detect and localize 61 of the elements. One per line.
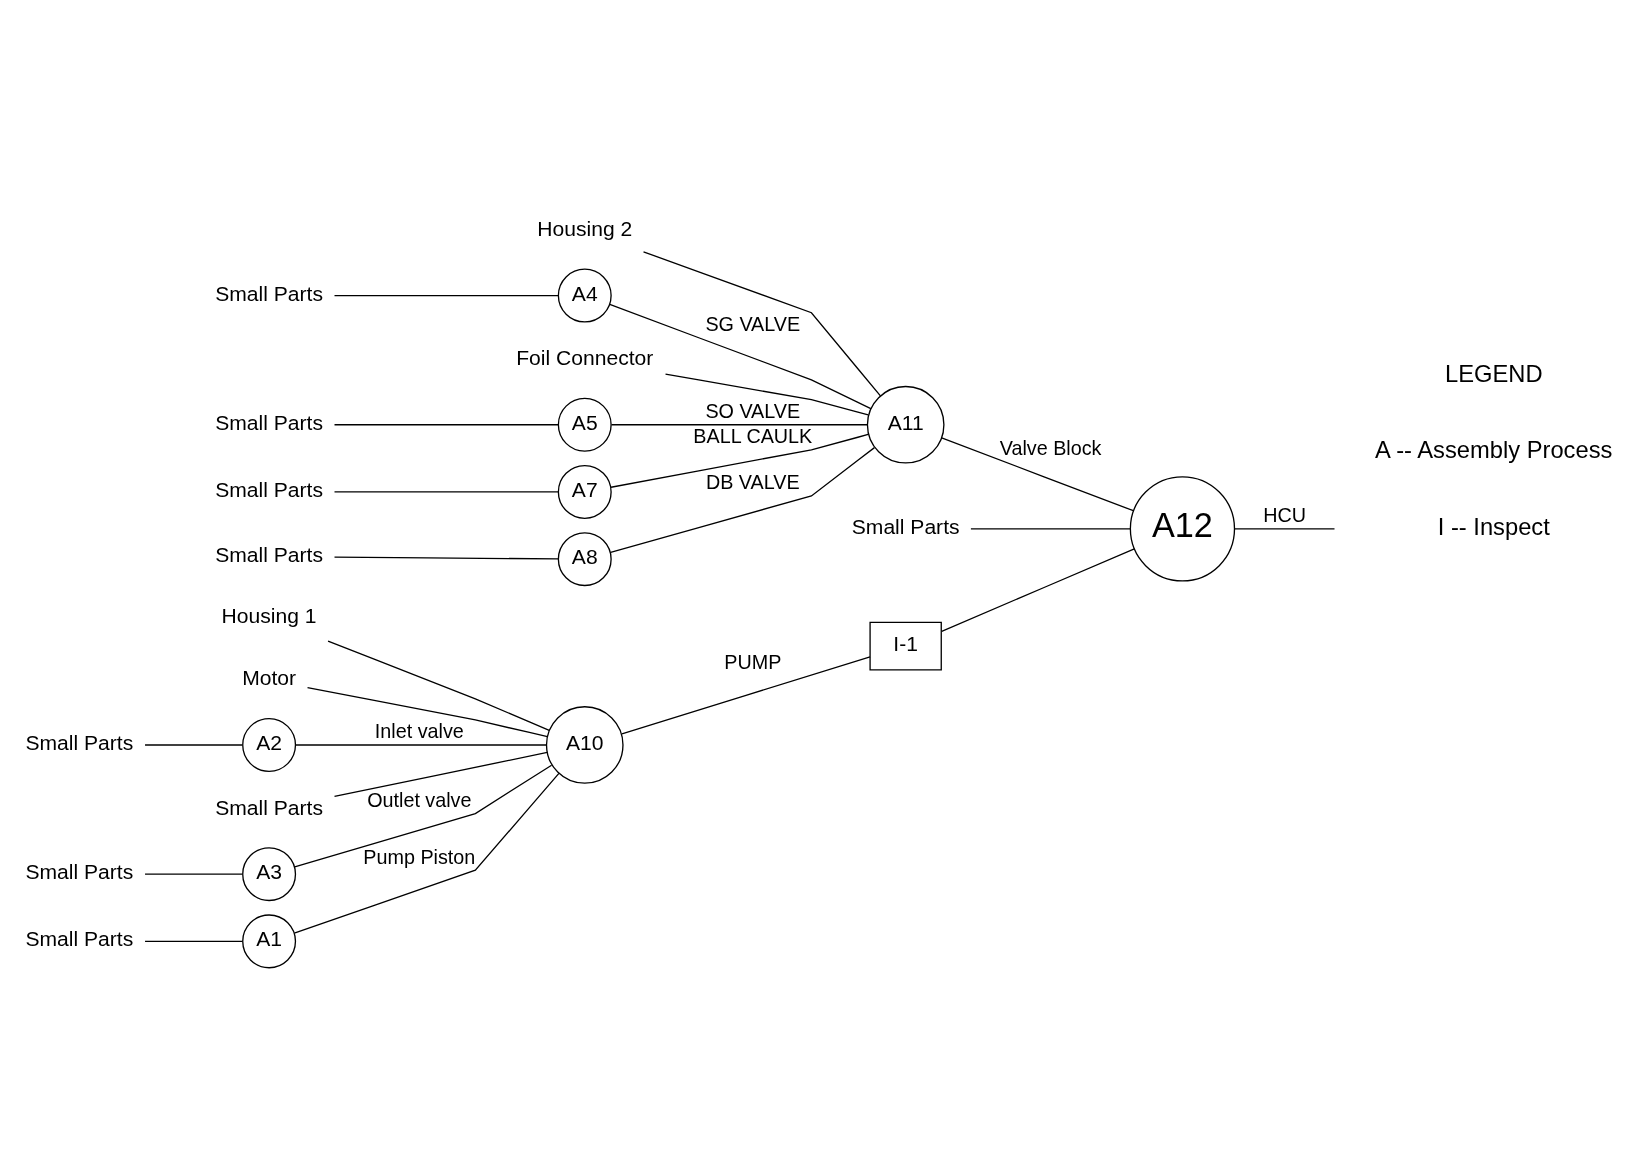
connector — [306, 686, 549, 737]
node-circle: A5 — [557, 397, 612, 452]
node-circle: A7 — [557, 464, 612, 519]
connector — [1234, 527, 1336, 529]
node-text: Foil Connector — [516, 345, 654, 369]
node-text: Housing 2 — [537, 216, 633, 240]
edge-label: DB VALVE — [705, 470, 800, 493]
connector — [144, 743, 243, 746]
connector — [941, 547, 1135, 632]
node-circle: A8 — [557, 531, 612, 586]
node-circle: A12 — [1129, 475, 1236, 582]
edge-label: Valve Block — [999, 436, 1102, 459]
node-circle: A11 — [866, 385, 945, 464]
connector — [610, 433, 869, 488]
node-circle: A4 — [557, 268, 612, 323]
connector — [333, 423, 559, 425]
connector — [293, 772, 560, 934]
connector — [642, 250, 882, 397]
edge-label: SO VALVE — [705, 399, 801, 422]
connector — [610, 423, 868, 425]
connector — [144, 873, 243, 875]
connector — [609, 446, 876, 553]
edge-label: BALL CAULK — [693, 424, 813, 447]
node-text: Housing 1 — [221, 603, 317, 627]
connector — [294, 764, 553, 868]
edge-label: Inlet valve — [374, 719, 464, 742]
node-text: Small Parts — [215, 477, 323, 501]
edge-label: Outlet valve — [367, 788, 472, 811]
node-text: Small Parts — [25, 730, 134, 754]
edge-label: SG VALVE — [705, 312, 801, 335]
node-circle: A2 — [242, 717, 297, 772]
node-text: Small Parts — [215, 542, 323, 566]
edge-label: HCU — [1263, 503, 1306, 526]
label: I -- Inspect — [1437, 513, 1550, 540]
label: LEGEND — [1444, 360, 1543, 387]
node-circle: A1 — [242, 913, 297, 968]
connector — [664, 372, 869, 416]
edge-label: PUMP — [724, 650, 782, 673]
connector — [970, 527, 1132, 529]
node-text: Small Parts — [25, 926, 134, 950]
connector — [621, 655, 871, 734]
connector — [333, 490, 559, 493]
connector — [144, 940, 243, 942]
connector — [294, 743, 548, 746]
edge-label: Pump Piston — [363, 845, 476, 868]
label: A -- Assembly Process — [1375, 436, 1613, 463]
node-circle: A3 — [242, 846, 297, 901]
connector — [609, 303, 872, 409]
node-text: Small Parts — [25, 859, 134, 883]
node-box: I-1 — [869, 621, 942, 671]
connector — [333, 294, 559, 296]
connector — [327, 639, 550, 731]
connector — [941, 436, 1134, 511]
connector — [333, 555, 559, 560]
node-circle: A10 — [545, 705, 624, 784]
node-text: Motor — [242, 665, 297, 689]
node-text: Small Parts — [215, 410, 323, 434]
connector — [333, 751, 548, 797]
node-text: Small Parts — [851, 514, 960, 538]
node-text: Small Parts — [215, 281, 323, 305]
node-text: Small Parts — [215, 795, 323, 819]
